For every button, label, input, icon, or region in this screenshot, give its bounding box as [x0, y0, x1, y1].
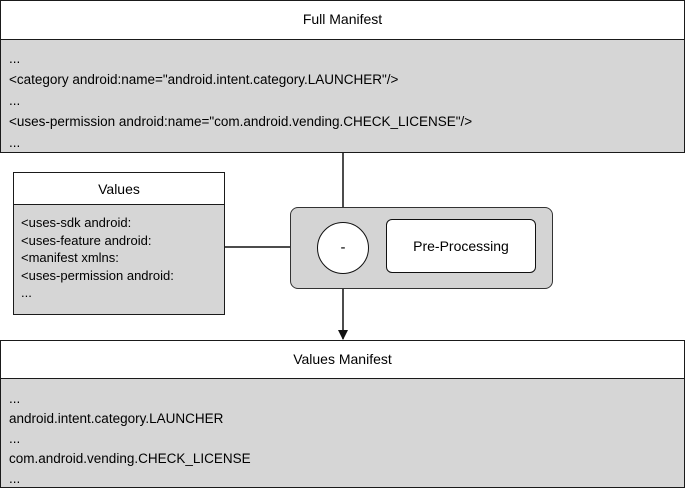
- values-title: Values: [14, 173, 224, 205]
- full-manifest-content: ... <category android:name="android.inte…: [1, 40, 684, 152]
- full-manifest-line: <category android:name="android.intent.c…: [9, 72, 399, 87]
- minus-operator-node: -: [317, 222, 369, 274]
- full-manifest-line: <uses-permission android:name="com.andro…: [9, 114, 473, 129]
- values-manifest-line: com.android.vending.CHECK_LICENSE: [9, 451, 251, 466]
- full-manifest-line: ...: [9, 135, 21, 150]
- values-manifest-line: ...: [9, 391, 21, 406]
- full-manifest-box: Full Manifest ... <category android:name…: [0, 0, 685, 153]
- values-line: <uses-sdk android:: [21, 215, 132, 230]
- full-manifest-line: ...: [9, 93, 21, 108]
- values-box: Values <uses-sdk android: <uses-feature …: [13, 172, 225, 315]
- values-line: ...: [21, 285, 32, 300]
- full-manifest-title: Full Manifest: [1, 1, 684, 40]
- values-line: <uses-feature android:: [21, 232, 152, 248]
- values-manifest-content: ... android.intent.category.LAUNCHER ...…: [1, 379, 684, 487]
- values-manifest-line: ...: [9, 431, 21, 446]
- values-manifest-title: Values Manifest: [1, 341, 684, 379]
- values-line: <manifest xmlns:: [21, 250, 119, 265]
- values-content: <uses-sdk android: <uses-feature android…: [14, 205, 224, 314]
- values-manifest-line: android.intent.category.LAUNCHER: [9, 411, 224, 426]
- values-line: <uses-permission android:: [21, 267, 174, 283]
- values-manifest-box: Values Manifest ... android.intent.categ…: [0, 340, 685, 488]
- preprocessing-box: Pre-Processing: [386, 219, 536, 273]
- full-manifest-line: ...: [9, 51, 21, 66]
- values-manifest-line: ...: [9, 471, 21, 486]
